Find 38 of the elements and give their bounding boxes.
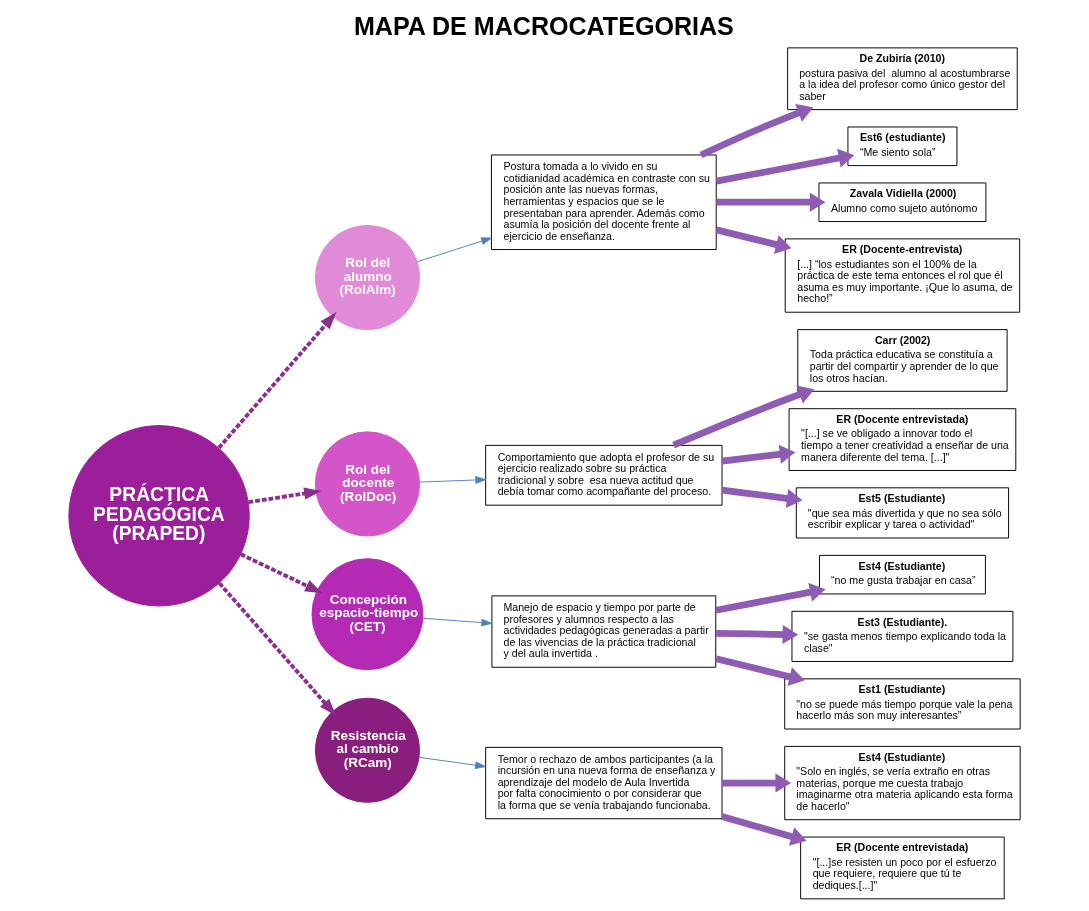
node-box: Manejo de espacio y tiempo por parte de profesores y alumnos respecto a las actividades pedagógicas generadas a partir de las vivencias de la práctica tradicional y del aula invertida . [491, 595, 717, 668]
node-box: Temor o rechazo de ambos participantes (a la incursión en una nueva forma de enseñanza y aprendizaje del modelo de Aula Invertida por falta conocimiento o por considerar que la forma que se venía trabajando funcionaba. [485, 746, 723, 820]
node-box: Carr (2002) Toda práctica educativa se constituía a partir del compartir y aprender de lo que los otros hacían. [797, 329, 1008, 392]
node-box: De Zubiría (2010) postura pasiva del alumno al acostumbrarse a la idea del profesor como único gestor del saber [787, 47, 1018, 111]
arrow [422, 617, 492, 627]
arrow [419, 476, 486, 484]
arrow [239, 552, 323, 594]
node-box: Comportamiento que adopta el profesor de su ejercicio realizado sobre su práctica tradicional y sobre esa nueva actitud que debía tomar como acompañante del proceso. [485, 444, 723, 506]
node-box: Est4 (Estudiante) “no me gusta trabajar en casa” [819, 554, 986, 595]
arrow [715, 655, 805, 686]
node-box: Zavala Vidiella (2000) Alumno como sujeto autónomo [818, 182, 987, 222]
arrow [716, 192, 826, 212]
node-box: Est4 (Estudiante) "Solo en inglés, se vería extraño en otras materias, porque me cuesta trabajo imaginarme otra materia aplicando esta forma de hacerlo" [784, 745, 1021, 821]
node-box: ER (Docente entrevistada) "[...] se ve obligado a innovar todo el tiempo a tener creatividad a enseñar de una manera diferente del tema. [...]" [788, 408, 1017, 471]
arrow [699, 103, 814, 159]
arrow [715, 226, 792, 254]
node-box: Est5 (Estudiante) "que sea más divertida y que no sea sólo escribir explicar y tarea o actividad" [795, 487, 1010, 539]
node-circle: PRÁCTICA PEDAGÓGICA (PRAPED) [68, 425, 250, 607]
arrow [721, 444, 796, 465]
arrow [715, 148, 855, 185]
arrow [416, 237, 492, 263]
node-box: Est6 (estudiante) “Me siento sola” [847, 126, 958, 167]
arrow [217, 312, 337, 450]
node-box: Est1 (Estudiante) "no se puede más tiempo porque vale la pena hacerlo más son muy interesantes” [784, 678, 1021, 730]
node-box: ER (Docente entrevistada) "[...]se resisten un poco por el esfuerzo que requiere, requiere que tú te dediques.[...]" [800, 836, 1005, 900]
node-circle: Rol del docente (RolDoc) [314, 431, 421, 537]
arrow [248, 487, 322, 505]
arrow [721, 486, 803, 508]
diagram-title: MAPA DE MACROCATEGORIAS [353, 12, 734, 41]
node-circle: Concepción espacio-tiempo (CET) [311, 558, 424, 671]
arrow [715, 582, 826, 614]
arrow [721, 813, 807, 846]
node-box: Postura tomada a lo vivido en su cotidianidad académica en contraste con su posición ante las nuevas formas, herramientas y espacios que se le presentaban para aprender. Además como asumía la posición del docente frente al ejercicio de enseñanza. [490, 154, 717, 250]
arrow [672, 385, 815, 449]
node-box: ER (Docente-entrevista) [...] “los estudiantes son el 100% de la práctica de este tema entonces el rol que él asuma es muy importante. ¡Que lo asuma, de hecho!” [784, 238, 1021, 313]
arrow [418, 756, 486, 770]
node-box: Est3 (Estudiante). "se gasta menos tiempo explicando toda la clase" [791, 610, 1014, 662]
arrow [218, 582, 337, 716]
